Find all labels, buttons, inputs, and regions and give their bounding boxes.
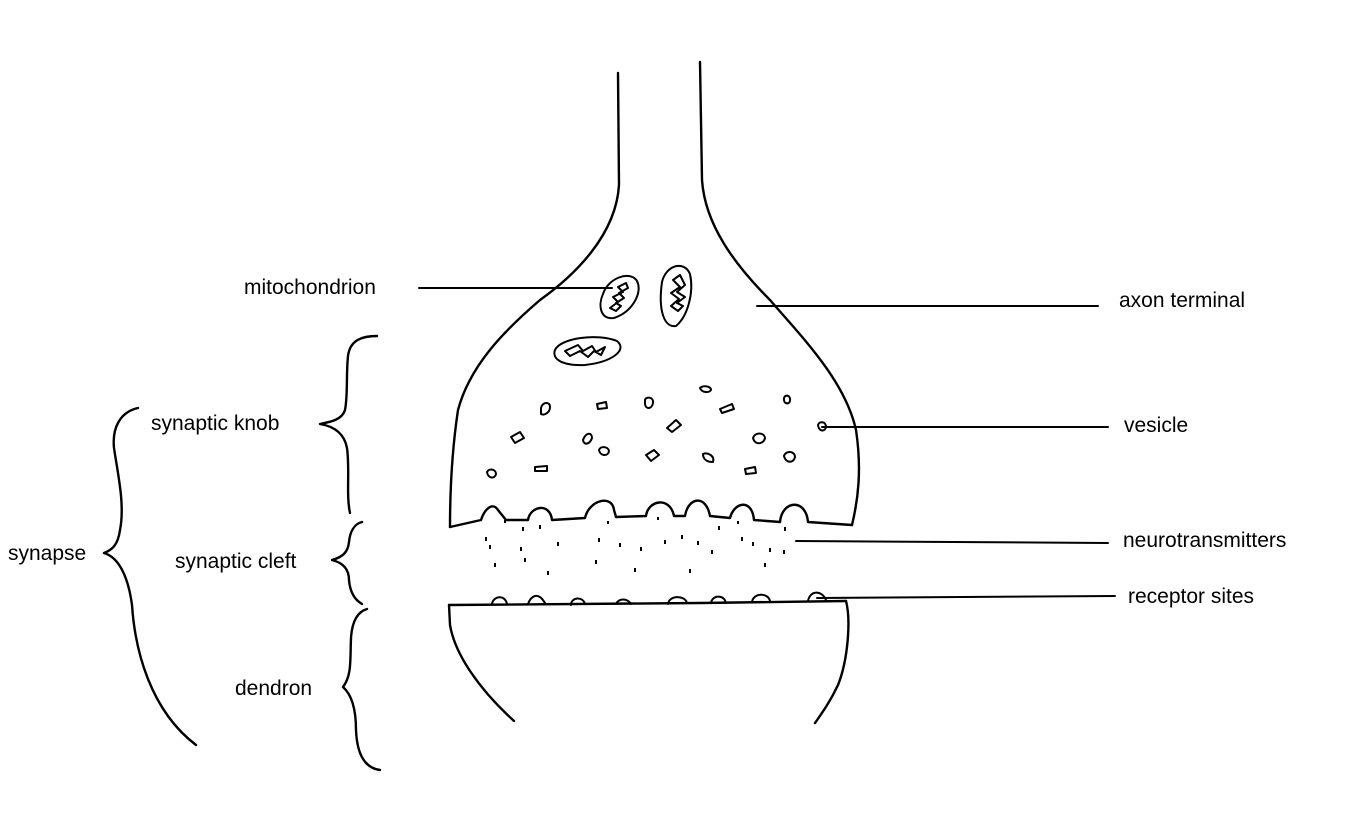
mitochondrion-label: mitochondrion	[244, 276, 376, 299]
synapse-label: synapse	[8, 542, 87, 565]
vesicle-icon	[699, 385, 712, 394]
neurotransmitter-dot	[634, 568, 636, 572]
synaptic-cleft-label: synaptic cleft	[175, 550, 297, 573]
postsynaptic-membrane	[447, 599, 848, 607]
neurotransmitter-dot	[522, 527, 524, 531]
presynaptic-membrane	[448, 499, 854, 529]
receptor-site-icon	[527, 594, 546, 605]
neurotransmitter-dot	[784, 527, 786, 531]
receptor-site-icon	[751, 593, 771, 603]
neurotransmitter-dot	[494, 563, 496, 567]
receptor-site-icon	[615, 598, 632, 605]
neurotransmitter-dot	[711, 550, 713, 554]
vesicle-icon	[596, 401, 608, 410]
neurotransmitter-dot	[607, 521, 609, 524]
mitochondrion-icon	[659, 264, 693, 328]
vesicle-icon	[540, 402, 551, 416]
vesicle-icon	[783, 451, 796, 463]
mitochondrion-icon	[599, 275, 640, 320]
dendron-left-outline	[447, 603, 516, 723]
mitochondrion-icon	[553, 336, 622, 367]
vesicle-icon	[645, 449, 660, 462]
neurotransmitter-dot	[783, 550, 785, 554]
neurotransmitter-dot	[697, 541, 699, 545]
synaptic-knob-brace	[318, 334, 379, 515]
neurotransmitter-dot	[741, 537, 743, 541]
axon-terminal-label: axon terminal	[1119, 289, 1246, 312]
vesicle-icon	[782, 394, 792, 405]
neurotransmitter-dot	[504, 520, 506, 523]
neurotransmitter-dot	[764, 563, 766, 567]
dendron-brace	[341, 607, 382, 772]
vesicle-icon	[644, 396, 655, 409]
neurotransmitter-dot	[737, 521, 739, 524]
vesicle-icon	[666, 419, 682, 433]
vesicle-icon	[719, 403, 735, 414]
axon-terminal-left-outline	[448, 71, 621, 529]
receptor-site-icon	[710, 595, 727, 604]
vesicle-icon	[702, 452, 715, 463]
vesicle-icon	[744, 466, 757, 475]
neurotransmitter-dot	[664, 540, 666, 544]
neurotransmitter-dot	[547, 571, 549, 575]
receptor-sites	[491, 591, 827, 606]
receptor-site-icon	[667, 596, 688, 605]
receptor-sites-leader-line	[816, 595, 1116, 599]
neurotransmitter-dot	[520, 547, 522, 551]
dendron-right-outline	[813, 599, 850, 725]
neurotransmitter-dot	[598, 538, 600, 542]
neurotransmitter-dot	[539, 525, 541, 529]
neurotransmitter-dot	[524, 558, 526, 562]
vesicle-icon	[534, 465, 548, 472]
neurotransmitter-dot	[718, 526, 720, 530]
neurotransmitter-dot	[557, 542, 559, 546]
neurotransmitter-dot	[595, 560, 597, 564]
vesicle-icon	[582, 432, 593, 445]
neurotransmitters	[485, 517, 786, 575]
synapse-brace	[102, 406, 198, 747]
neurotransmitters-label: neurotransmitters	[1123, 529, 1287, 552]
neurotransmitter-dot	[657, 517, 659, 520]
neurotransmitter-dot	[640, 547, 642, 551]
vesicle-icon	[752, 432, 766, 445]
neurotransmitter-dot	[681, 535, 683, 539]
receptor-site-icon	[491, 596, 508, 605]
axon-terminal-right-outline	[698, 60, 861, 527]
neurotransmitter-dot	[485, 537, 487, 541]
vesicle-label: vesicle	[1124, 414, 1189, 437]
synaptic-knob-label: synaptic knob	[151, 412, 280, 435]
receptor-site-icon	[570, 597, 586, 606]
receptor-site-icon	[807, 591, 827, 602]
receptor-sites-label: receptor sites	[1128, 585, 1255, 608]
vesicles	[486, 385, 827, 479]
neurotransmitters-leader-line	[795, 540, 1109, 544]
dendron-label: dendron	[235, 677, 313, 700]
neurotransmitter-dot	[619, 543, 621, 547]
neurotransmitter-dot	[769, 548, 771, 552]
neurotransmitter-dot	[689, 569, 691, 573]
neurotransmitter-dot	[489, 545, 491, 549]
vesicle-icon	[598, 446, 610, 456]
vesicle-icon	[486, 468, 497, 479]
vesicle-icon	[510, 431, 525, 444]
neurotransmitter-dot	[752, 542, 754, 546]
synaptic-cleft-brace	[330, 520, 364, 606]
